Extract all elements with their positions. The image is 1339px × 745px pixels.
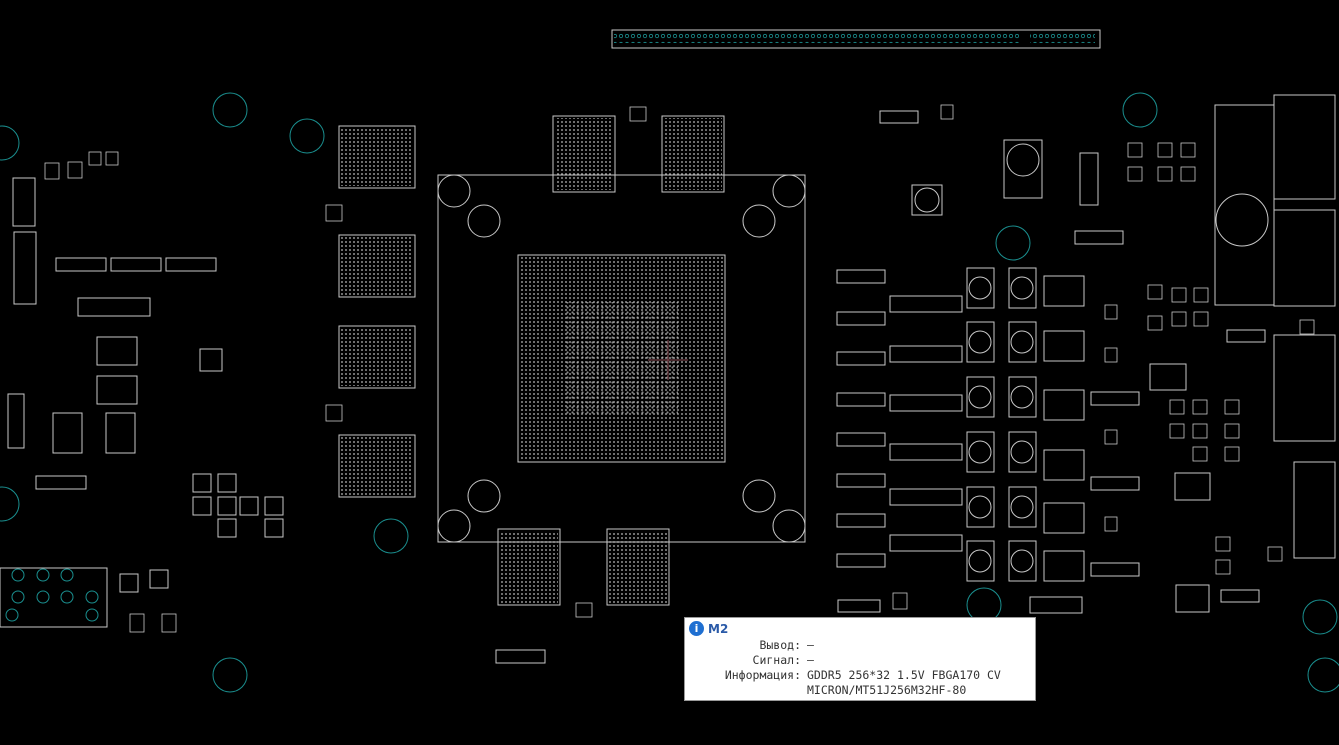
tooltip-value: MICRON/MT51J256M32HF-80 — [807, 683, 967, 697]
pcie-connector[interactable] — [611, 29, 1101, 49]
component-info-tooltip: i M2 Вывод: — Сигнал: — Информация: GDDR… — [684, 617, 1036, 701]
tooltip-row-info-2: MICRON/MT51J256M32HF-80 — [685, 683, 1037, 698]
tooltip-row-signal: Сигнал: — — [685, 653, 1037, 668]
left-components — [0, 177, 546, 664]
memory-chip-left-1[interactable] — [338, 125, 416, 189]
memory-chip-m1[interactable] — [497, 528, 561, 606]
gpu-die[interactable] — [517, 254, 726, 463]
tooltip-label: Информация: — [724, 668, 801, 682]
tooltip-row-info: Информация: GDDR5 256*32 1.5V FBGA170 CV — [685, 668, 1037, 683]
tooltip-row-pin: Вывод: — — [685, 638, 1037, 653]
tooltip-label: Сигнал: — [752, 653, 801, 667]
memory-chip-left-4[interactable] — [338, 434, 416, 498]
tooltip-value: — — [807, 638, 814, 652]
memory-chip-top-2[interactable] — [661, 115, 725, 193]
memory-chip-top-1[interactable] — [552, 115, 616, 193]
tooltip-label: Вывод: — [759, 638, 801, 652]
output-connectors — [1149, 94, 1336, 613]
small-passives — [44, 104, 1315, 633]
vrm-area — [836, 110, 1140, 614]
info-icon: i — [689, 621, 704, 636]
tooltip-title: M2 — [708, 621, 729, 636]
memory-chip-m2[interactable] — [606, 528, 670, 606]
tooltip-value: GDDR5 256*32 1.5V FBGA170 CV — [807, 668, 1001, 682]
memory-chip-left-2[interactable] — [338, 234, 416, 298]
tooltip-value: — — [807, 653, 814, 667]
memory-chip-left-3[interactable] — [338, 325, 416, 389]
tooltip-header: i M2 — [689, 621, 728, 636]
